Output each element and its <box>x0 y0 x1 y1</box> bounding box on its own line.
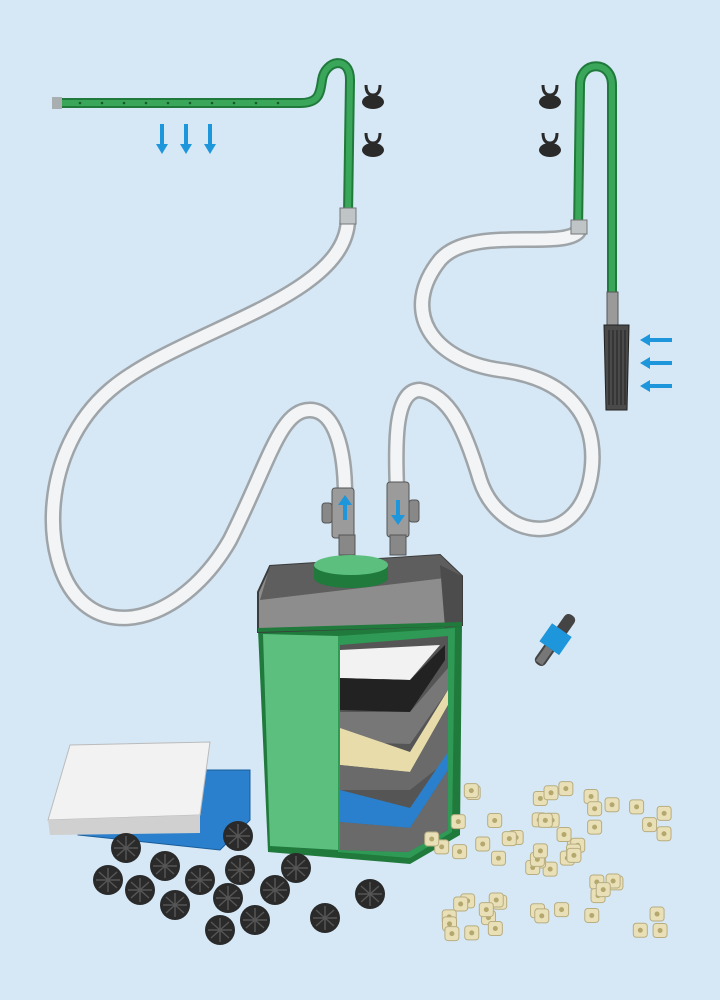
ceramic-ring-icon <box>463 783 479 799</box>
flow-arrow-icon <box>156 124 168 154</box>
canister-filter <box>257 553 463 864</box>
bio-ball-icon <box>213 883 243 913</box>
suction-cup-icon <box>362 132 384 157</box>
flow-arrow-icon <box>640 334 672 346</box>
spray-bar-icon <box>52 58 357 225</box>
ceramic-ring-icon <box>450 814 466 830</box>
flow-arrow-icon <box>180 124 192 154</box>
bio-ball-icon <box>111 833 141 863</box>
ceramic-ring-icon <box>537 812 553 828</box>
intake-strainer-icon <box>570 61 630 411</box>
ceramic-ring-icon <box>475 836 491 852</box>
bio-ball-icon <box>125 875 155 905</box>
intake-hose <box>387 223 601 538</box>
suction-cup-icon <box>539 132 561 157</box>
bio-ball-icon <box>150 851 180 881</box>
bio-ball-icon <box>93 865 123 895</box>
ceramic-ring-icon <box>642 817 658 833</box>
ceramic-ring-icon <box>424 831 440 847</box>
ceramic-ring-icon <box>652 922 668 938</box>
ceramic-ring-icon <box>632 922 648 938</box>
ceramic-ring-icon <box>587 801 603 817</box>
ceramic-ring-icon <box>656 826 672 842</box>
flow-arrow-icon <box>640 357 672 369</box>
ceramic-ring-icon <box>534 908 550 924</box>
flow-down-arrow-icon <box>391 500 405 525</box>
bio-ball-icon <box>185 865 215 895</box>
ceramic-ring-icon <box>487 813 503 829</box>
ceramic-ring-icon <box>452 844 468 860</box>
ceramic-ring-icon <box>532 843 548 859</box>
ceramic-ring-icon <box>556 827 572 843</box>
ceramic-ring-icon <box>595 882 611 898</box>
ceramic-ring-icon <box>501 831 517 847</box>
flow-arrow-icon <box>640 380 672 392</box>
ceramic-ring-icon <box>532 791 548 807</box>
bio-ball-icon <box>355 879 385 909</box>
ceramic-ring-icon <box>604 797 620 813</box>
ceramic-ring-icon <box>583 788 599 804</box>
ceramic-ring-icon <box>542 861 558 877</box>
bio-ball-icon <box>260 875 290 905</box>
ceramic-ring-icon <box>566 847 582 863</box>
ceramic-ring-icon <box>543 785 559 801</box>
ceramic-ring-icon <box>554 902 570 918</box>
bio-ball-icon <box>310 903 340 933</box>
ceramic-ring-icon <box>558 781 574 797</box>
bio-ball-icon <box>225 855 255 885</box>
impeller-icon <box>534 613 576 667</box>
flow-arrow-icon <box>204 124 216 154</box>
ceramic-ring-icon <box>587 819 603 835</box>
suction-cup-icon <box>362 84 384 109</box>
ceramic-ring-icon <box>464 925 480 941</box>
ceramic-ring-icon <box>629 799 645 815</box>
ceramic-ring-icon <box>656 805 672 821</box>
ceramic-ring-icon <box>444 926 460 942</box>
bio-ball-icon <box>223 821 253 851</box>
ceramic-ring-icon <box>649 906 665 922</box>
bio-ball-icon <box>160 890 190 920</box>
ceramic-ring-icon <box>584 907 600 923</box>
suction-cup-icon <box>539 84 561 109</box>
outlet-hose <box>44 211 357 627</box>
valves <box>321 481 420 556</box>
ceramic-ring-icon <box>490 850 506 866</box>
filter-sponge-icon <box>47 741 251 851</box>
ceramic-ring-icon <box>487 920 503 936</box>
bio-ball-icon <box>281 853 311 883</box>
ceramic-ring-icon <box>453 896 469 912</box>
flow-up-arrow-icon <box>338 495 352 520</box>
bio-ball-icon <box>240 905 270 935</box>
bio-ball-icon <box>205 915 235 945</box>
ceramic-ring-icon <box>478 902 494 918</box>
